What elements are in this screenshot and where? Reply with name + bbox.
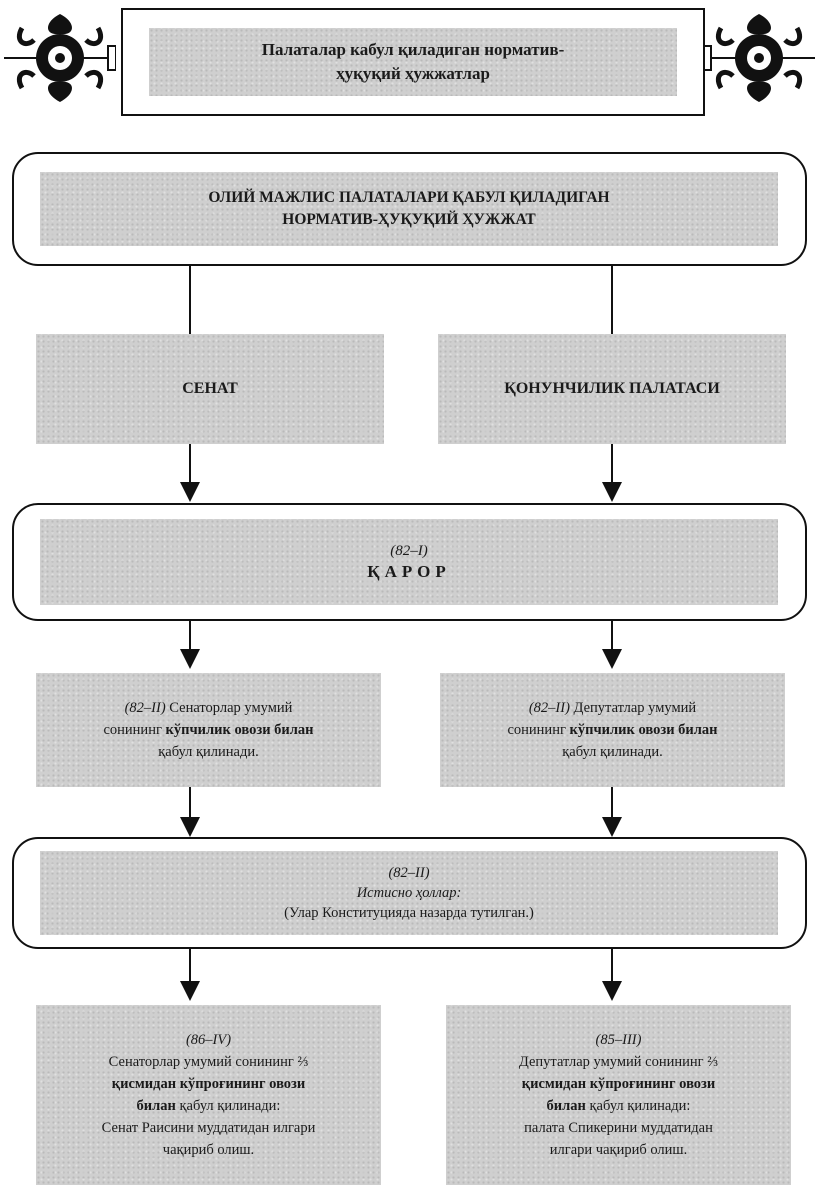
left-majority-text3: қабул қилинади. <box>158 744 259 760</box>
arrow-senate-qaror <box>180 482 200 502</box>
right-bottom-bold2: билан <box>546 1098 586 1114</box>
qaror-ref: (82–I) <box>390 542 428 559</box>
exceptions-label: Истисно ҳоллар: <box>356 885 462 901</box>
connector-exceptions-right <box>611 949 613 983</box>
arrow-qaror-left <box>180 649 200 669</box>
connector-qaror-right <box>611 621 613 651</box>
connector-senate-qaror <box>189 444 191 484</box>
legislative-box: ҚОНУНЧИЛИК ПАЛАТАСИ <box>438 334 786 444</box>
header-title-line-1: Палаталар кабул қиладиган норматив- <box>261 40 565 59</box>
left-bottom-bold2: билан <box>136 1098 176 1114</box>
connector-qaror-left <box>189 621 191 651</box>
header-title-box: Палаталар кабул қиладиган норматив- ҳуқу… <box>149 28 677 96</box>
connector-top-right <box>611 266 613 334</box>
left-bottom-line4: чақириб олиш. <box>162 1142 255 1158</box>
legislative-label: ҚОНУНЧИЛИК ПАЛАТАСИ <box>504 380 720 397</box>
connector-exceptions-left <box>189 949 191 983</box>
right-majority-box: (82–II) Депутатлар умумий сонининг кўпчи… <box>440 673 785 787</box>
right-bottom-line4: илгари чақириб олиш. <box>549 1142 688 1158</box>
right-bottom-bold1: қисмидан кўпроғининг овози <box>521 1076 716 1092</box>
exceptions-frame: (82–II) Истисно ҳоллар: (Улар Конституци… <box>12 837 807 949</box>
left-bottom-line1: Сенаторлар умумий сонининг ⅔ <box>108 1054 309 1070</box>
ornament-left-icon <box>4 14 116 102</box>
arrow-qaror-right <box>602 649 622 669</box>
right-majority-bold: кўпчилик овози билан <box>569 722 718 738</box>
qaror-frame: (82–I) ҚАРОР <box>12 503 807 621</box>
senate-box: СЕНАТ <box>36 334 384 444</box>
ornament-right-icon <box>703 14 815 102</box>
right-bottom-line3: палата Спикерини муддатидан <box>524 1120 713 1136</box>
left-majority-text2: сонининг <box>103 722 162 738</box>
top-box-line-1: ОЛИЙ МАЖЛИС ПАЛАТАЛАРИ ҚАБУЛ ҚИЛАДИГАН <box>208 189 610 206</box>
right-bottom-box: (85–III) Депутатлар умумий сонининг ⅔ қи… <box>446 1005 791 1185</box>
right-bottom-line2: қабул қилинади: <box>589 1098 691 1114</box>
header-frame: Палаталар кабул қиладиган норматив- ҳуқу… <box>121 8 705 116</box>
left-majority-text1: Сенаторлар умумий <box>169 700 293 716</box>
left-bottom-line3: Сенат Раисини муддатидан илгари <box>101 1120 316 1136</box>
connector-legislative-qaror <box>611 444 613 484</box>
exceptions-ref: (82–II) <box>388 865 430 881</box>
arrow-exceptions-left <box>180 981 200 1001</box>
exceptions-note: (Улар Конституцияда назарда тутилган.) <box>284 905 534 921</box>
connector-left-exceptions <box>189 787 191 819</box>
right-majority-text2: сонининг <box>507 722 566 738</box>
connector-right-exceptions <box>611 787 613 819</box>
left-bottom-ref: (86–IV) <box>185 1032 232 1048</box>
left-bottom-bold1: қисмидан кўпроғининг овози <box>111 1076 306 1092</box>
right-bottom-line1: Депутатлар умумий сонининг ⅔ <box>518 1054 719 1070</box>
connector-top-left <box>189 266 191 334</box>
exceptions-box: (82–II) Истисно ҳоллар: (Улар Конституци… <box>40 851 778 935</box>
arrow-legislative-qaror <box>602 482 622 502</box>
senate-label: СЕНАТ <box>182 380 238 397</box>
top-box: ОЛИЙ МАЖЛИС ПАЛАТАЛАРИ ҚАБУЛ ҚИЛАДИГАН Н… <box>40 172 778 246</box>
left-majority-ref: (82–II) <box>124 700 166 716</box>
left-majority-box: (82–II) Сенаторлар умумий сонининг кўпчи… <box>36 673 381 787</box>
right-majority-ref: (82–II) <box>528 700 570 716</box>
left-majority-bold: кўпчилик овози билан <box>165 722 314 738</box>
arrow-right-exceptions <box>602 817 622 837</box>
top-box-frame: ОЛИЙ МАЖЛИС ПАЛАТАЛАРИ ҚАБУЛ ҚИЛАДИГАН Н… <box>12 152 807 266</box>
header-title-line-2: ҳуқуқий ҳужжатлар <box>336 64 490 83</box>
top-box-line-2: НОРМАТИВ-ҲУҚУҚИЙ ҲУЖЖАТ <box>282 211 536 228</box>
right-majority-text1: Депутатлар умумий <box>573 700 697 716</box>
left-bottom-box: (86–IV) Сенаторлар умумий сонининг ⅔ қис… <box>36 1005 381 1185</box>
qaror-label: ҚАРОР <box>367 561 451 581</box>
right-majority-text3: қабул қилинади. <box>562 744 663 760</box>
qaror-box: (82–I) ҚАРОР <box>40 519 778 605</box>
arrow-left-exceptions <box>180 817 200 837</box>
left-bottom-line2: қабул қилинади: <box>179 1098 281 1114</box>
right-bottom-ref: (85–III) <box>595 1032 642 1048</box>
arrow-exceptions-right <box>602 981 622 1001</box>
